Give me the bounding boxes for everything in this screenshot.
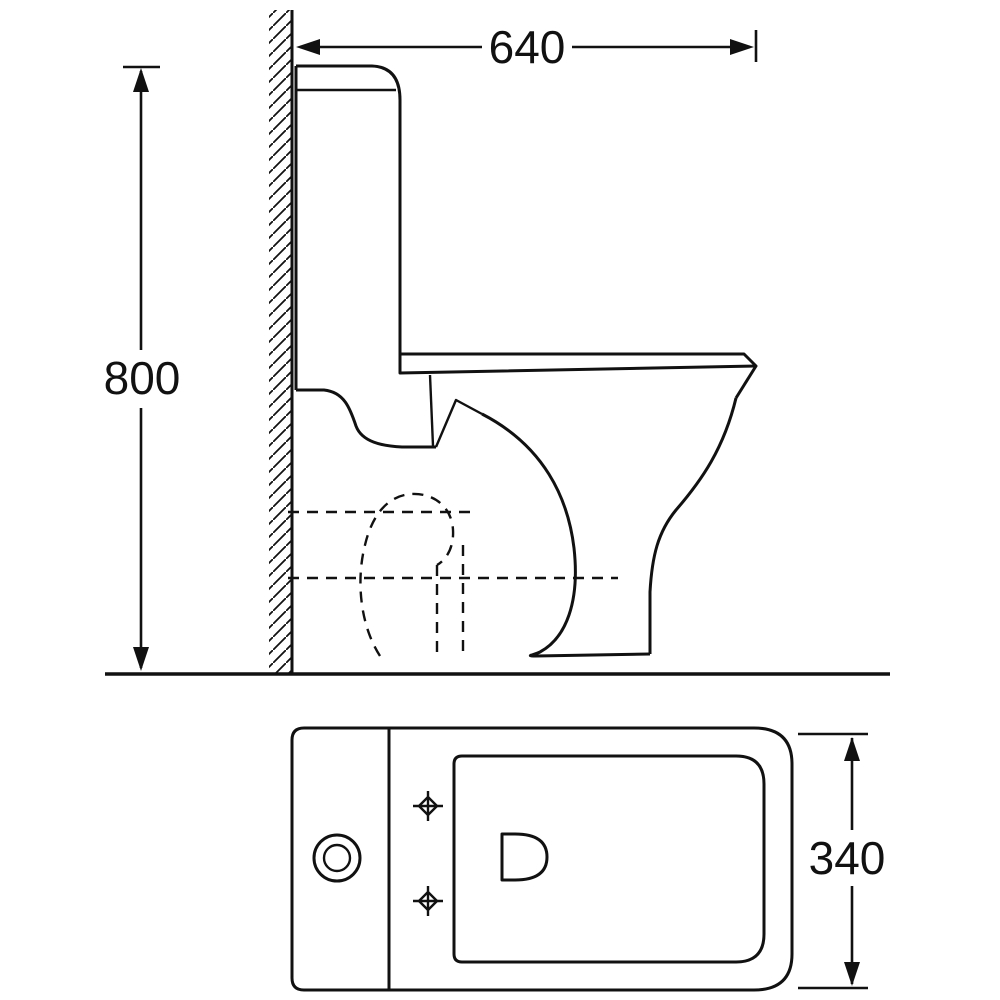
flush-button-inner bbox=[322, 843, 352, 873]
bowl-base-bottom bbox=[535, 652, 651, 658]
seat-profile bbox=[398, 352, 758, 375]
dim-depth-arrow-top bbox=[844, 737, 860, 761]
plan-outlet-shape bbox=[500, 832, 549, 882]
side-view bbox=[105, 10, 890, 676]
seat-fixing-marker-top bbox=[413, 791, 443, 821]
trap-hidden-lines bbox=[288, 492, 618, 657]
dim-width-arrow-left bbox=[296, 39, 320, 55]
dim-height-arrow-bottom bbox=[133, 647, 149, 671]
bowl-outer-profile bbox=[648, 397, 738, 654]
dimension-height: 800 bbox=[104, 65, 181, 671]
dimension-depth: 340 bbox=[798, 732, 886, 990]
seat-hinge bbox=[434, 398, 483, 448]
seat-front-lip bbox=[734, 365, 758, 399]
wall-hatching bbox=[269, 10, 291, 673]
top-view bbox=[290, 726, 794, 992]
dim-depth-label: 340 bbox=[809, 832, 886, 884]
flush-channel-line bbox=[428, 374, 435, 447]
dimension-width: 640 bbox=[296, 21, 758, 73]
dim-height-arrow-top bbox=[133, 68, 149, 92]
pedestal-back bbox=[296, 388, 436, 449]
flush-button-outer bbox=[312, 833, 362, 883]
plan-seat-rim bbox=[452, 754, 766, 964]
bowl-inner-curve bbox=[481, 412, 577, 658]
dim-width-label: 640 bbox=[489, 21, 566, 73]
seat-fixing-marker-bottom bbox=[413, 886, 443, 916]
cistern-outline bbox=[296, 64, 402, 356]
dim-width-arrow-right bbox=[730, 39, 754, 55]
dim-height-label: 800 bbox=[104, 352, 181, 404]
plan-outer-outline bbox=[290, 726, 794, 992]
dim-depth-arrow-bottom bbox=[844, 962, 860, 986]
